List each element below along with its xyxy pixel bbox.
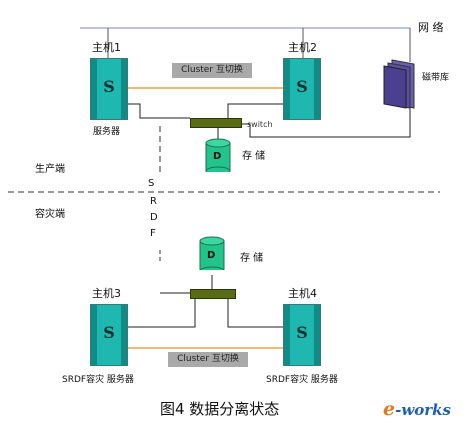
switch-label: switch [247, 120, 273, 129]
production-label: 生产端 [35, 164, 65, 175]
eworks-logo: e-works [383, 398, 451, 420]
dr-label: 容灾端 [35, 209, 65, 220]
host1-label: 主机1 [92, 41, 121, 54]
srdf-char-r: R [150, 196, 157, 207]
host2-switch-link [227, 103, 283, 118]
srdf-char-d: D [150, 212, 158, 223]
switch-bottom [190, 289, 236, 299]
srdf-server-left-label: SRDF容灾 服务器 [62, 375, 134, 385]
server-host1: S [90, 58, 128, 120]
storage-top-icon [205, 138, 231, 172]
network-label: 网 络 [418, 21, 444, 34]
server-label: 服务器 [93, 127, 121, 137]
switch-tape-link [240, 108, 411, 138]
srdf-char-s: S [148, 178, 155, 189]
storage-top-letter: D [213, 151, 222, 162]
storage-bottom-label: 存 储 [240, 253, 264, 264]
srdf-server-right-label: SRDF容灾 服务器 [266, 375, 338, 385]
server-host2: S [283, 58, 321, 120]
host4-switch-link [227, 298, 283, 328]
storage-top-label: 存 储 [242, 151, 266, 162]
host3-label: 主机3 [92, 287, 121, 300]
server-letter: S [103, 77, 115, 96]
host3-switch-link [126, 298, 196, 328]
host4-label: 主机4 [288, 287, 317, 300]
server-letter: S [296, 77, 308, 96]
logo-rest: -works [395, 401, 451, 419]
host1-switch-link [126, 103, 190, 119]
cluster-badge-bottom: Cluster 互切换 [168, 352, 248, 367]
switch-top [190, 118, 242, 128]
server-letter: S [103, 323, 115, 342]
host2-label: 主机2 [288, 41, 317, 54]
server-host4: S [283, 304, 321, 366]
tape-library-icon [383, 59, 415, 109]
server-host3: S [90, 304, 128, 366]
storage-bottom-letter: D [207, 250, 216, 261]
cluster-badge-top: Cluster 互切换 [172, 63, 252, 78]
storage-bottom-icon [199, 236, 225, 270]
server-letter: S [296, 323, 308, 342]
tape-library-label: 磁带库 [422, 73, 450, 83]
srdf-char-f: F [150, 228, 156, 239]
logo-e: e [383, 398, 396, 420]
figure-caption: 图4 数据分离状态 [160, 400, 280, 418]
